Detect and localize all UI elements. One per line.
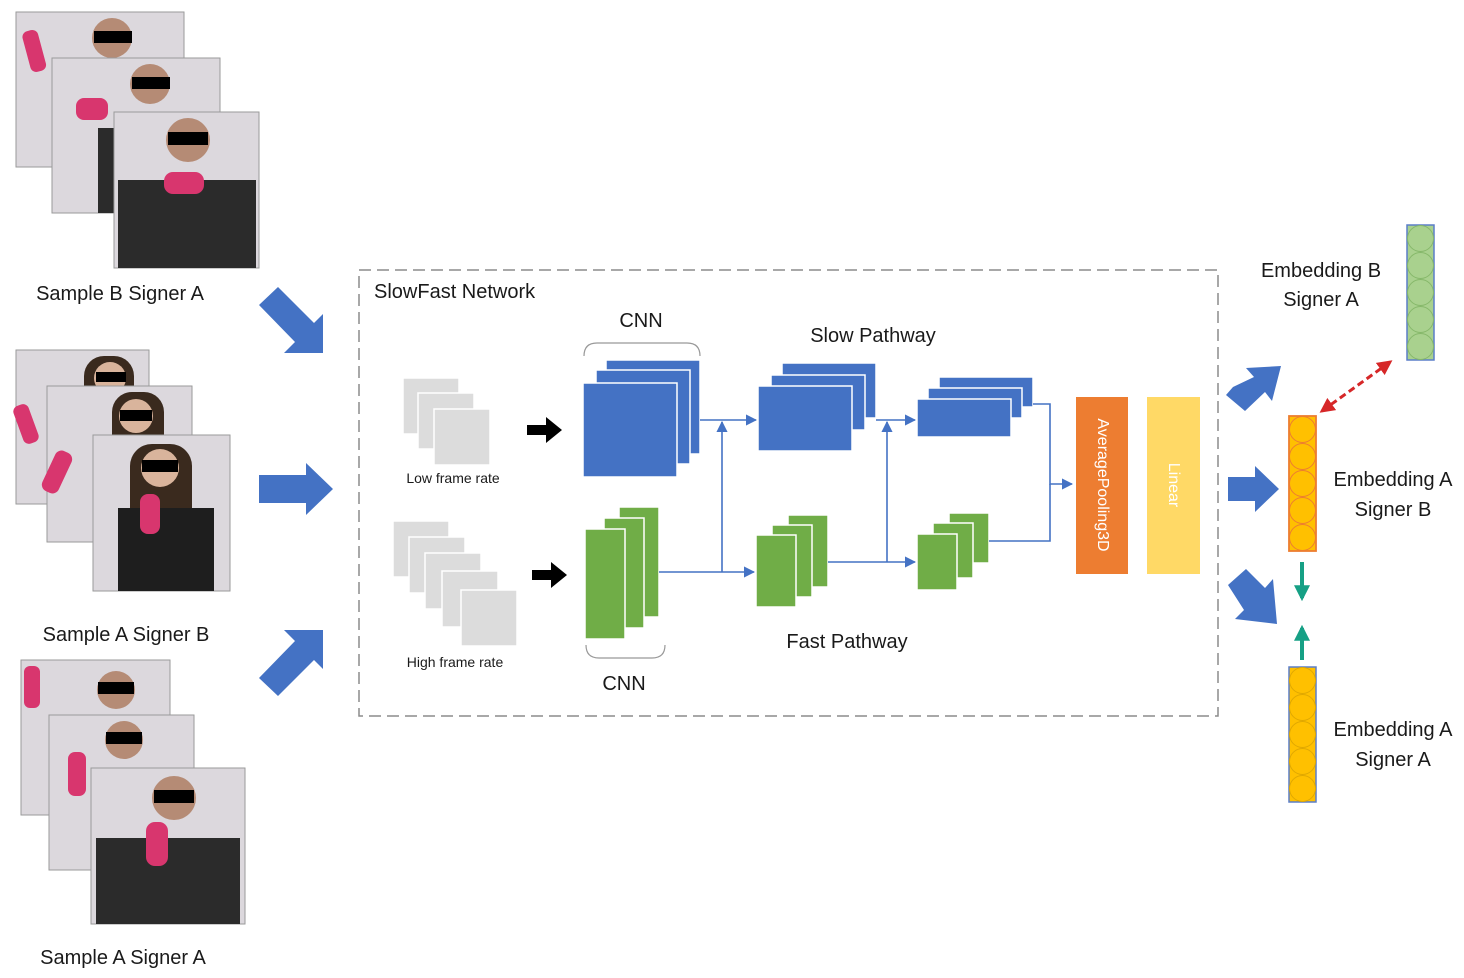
linear-block	[1147, 397, 1200, 574]
linear-label: Linear	[1165, 463, 1182, 508]
embedding-a-signer-a-line2: Signer A	[1355, 749, 1431, 771]
output-arrow-right	[1228, 466, 1279, 512]
sample-label-a-signer-a: Sample A Signer A	[40, 947, 206, 969]
cnn-fast-blocks	[584, 506, 660, 640]
sample-stack-b-signer-a	[15, 11, 260, 269]
average-pooling-label: AveragePooling3D	[1094, 418, 1111, 551]
output-arrow-up	[1226, 366, 1281, 411]
negative-distance-arrow	[1319, 360, 1393, 413]
embedding-a-signer-b-line2: Signer B	[1355, 499, 1432, 521]
sample-stack-a-signer-a	[20, 659, 246, 925]
embedding-a-signer-a-vector	[1288, 666, 1317, 803]
cnn-bottom-label: CNN	[602, 673, 645, 695]
output-arrow-down	[1228, 569, 1277, 624]
embedding-a-signer-b-vector	[1288, 415, 1317, 552]
sample-label-a-signer-b: Sample A Signer B	[43, 624, 210, 646]
cnn-top-bracket	[583, 342, 701, 357]
low-frame-rate-label: Low frame rate	[406, 470, 500, 486]
frames-arrow-fast	[532, 562, 567, 588]
video-frame	[90, 767, 246, 925]
high-frame-rate-frames	[392, 520, 518, 647]
fast-pathway-blocks-2	[916, 512, 990, 591]
embedding-b-signer-a-line1: Embedding B	[1261, 260, 1381, 282]
low-frame-rate-frames	[402, 377, 491, 466]
input-arrow-diagonal-up	[259, 630, 323, 696]
fast-pathway-label: Fast Pathway	[786, 631, 907, 653]
high-frame-rate-label: High frame rate	[407, 654, 504, 670]
input-arrow-diagonal-down-body	[259, 287, 323, 353]
embedding-b-signer-a-vector	[1406, 224, 1435, 361]
sample-label-b-signer-a: Sample B Signer A	[36, 283, 205, 305]
input-arrow-right	[259, 463, 333, 515]
network-title: SlowFast Network	[374, 281, 536, 303]
embedding-b-signer-a-line2: Signer A	[1283, 289, 1359, 311]
average-pooling-block	[1076, 397, 1128, 574]
embedding-a-signer-a-line1: Embedding A	[1334, 719, 1454, 741]
cnn-top-label: CNN	[619, 310, 662, 332]
slow-pathway-blocks-2	[916, 376, 1034, 438]
slow-pathway-blocks-1	[757, 362, 877, 452]
slowfast-network-box	[358, 269, 1219, 717]
cnn-bottom-bracket	[585, 644, 666, 659]
sample-stack-a-signer-b	[13, 349, 231, 592]
video-frame	[113, 111, 260, 269]
fast-pathway-blocks-1	[755, 514, 829, 608]
slow-pathway-label: Slow Pathway	[810, 325, 936, 347]
network-connectors	[659, 403, 1074, 578]
embedding-a-signer-b-line1: Embedding A	[1334, 469, 1454, 491]
cnn-slow-blocks	[582, 359, 701, 478]
frames-arrow-slow	[527, 417, 562, 443]
video-frame	[92, 434, 231, 592]
